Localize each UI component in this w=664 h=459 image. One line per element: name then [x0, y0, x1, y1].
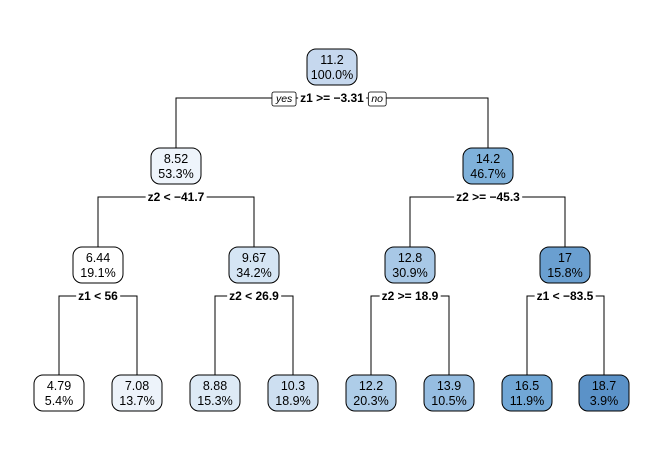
node-value: 11.2: [320, 53, 343, 67]
split-label: z2 < 26.9: [229, 289, 279, 303]
yes-label: yes: [275, 93, 293, 105]
yes-no-box: [271, 91, 297, 107]
node-box: [423, 374, 475, 412]
tree-node: 16.511.9%: [501, 374, 553, 412]
node-box: [33, 374, 85, 412]
node-percent: 53.3%: [158, 167, 193, 181]
split-label: z2 >= 18.9: [382, 289, 439, 303]
node-box: [111, 374, 163, 412]
yes-no-box: [367, 91, 387, 107]
tree-edges: [58, 97, 605, 375]
split-label-bg: [454, 189, 523, 205]
split-label-bg: [145, 189, 207, 205]
node-box: [150, 147, 202, 185]
node-value: 6.44: [86, 251, 110, 265]
node-box: [189, 374, 241, 412]
node-percent: 10.5%: [431, 394, 466, 408]
tree-node: 12.830.9%: [384, 246, 436, 284]
split-label-bg: [298, 90, 367, 106]
node-percent: 15.3%: [197, 394, 232, 408]
node-value: 9.67: [242, 251, 266, 265]
split-label-bg: [534, 288, 596, 304]
node-value: 13.9: [437, 379, 461, 393]
node-percent: 46.7%: [470, 167, 505, 181]
node-value: 12.8: [398, 251, 422, 265]
node-value: 17: [558, 251, 572, 265]
tree-node: 14.246.7%: [462, 147, 514, 185]
node-box: [384, 246, 436, 284]
split-label-bg: [379, 288, 441, 304]
node-percent: 19.1%: [80, 266, 115, 280]
node-value: 10.3: [281, 379, 305, 393]
node-percent: 30.9%: [392, 266, 427, 280]
node-value: 8.52: [164, 152, 188, 166]
node-box: [578, 374, 630, 412]
node-value: 16.5: [515, 379, 539, 393]
node-box: [462, 147, 514, 185]
node-percent: 11.9%: [510, 394, 545, 408]
node-box: [306, 48, 358, 86]
node-percent: 13.7%: [119, 394, 154, 408]
node-box: [345, 374, 397, 412]
node-box: [72, 246, 124, 284]
tree-node: 18.73.9%: [578, 374, 630, 412]
node-percent: 100.0%: [311, 68, 353, 82]
node-box: [539, 246, 591, 284]
split-label: z2 < −41.7: [148, 190, 205, 204]
node-box: [501, 374, 553, 412]
tree-edge: [370, 295, 450, 375]
tree-node: 4.795.4%: [33, 374, 85, 412]
tree-node: 12.220.3%: [345, 374, 397, 412]
node-percent: 18.9%: [275, 394, 310, 408]
tree-edge: [58, 295, 138, 375]
node-value: 7.08: [125, 379, 149, 393]
split-label-bg: [76, 288, 121, 304]
tree-edge: [526, 295, 605, 375]
split-label: z1 >= −3.31: [300, 91, 364, 105]
node-percent: 3.9%: [590, 394, 619, 408]
split-label: z2 >= −45.3: [456, 190, 520, 204]
split-label: z1 < 56: [78, 289, 118, 303]
tree-node: 10.318.9%: [267, 374, 319, 412]
tree-edge: [214, 295, 294, 375]
tree-node: 13.910.5%: [423, 374, 475, 412]
no-label: no: [371, 93, 383, 105]
node-value: 14.2: [476, 152, 500, 166]
node-percent: 15.8%: [547, 266, 582, 280]
split-label-bg: [227, 288, 282, 304]
split-label: z1 < −83.5: [537, 289, 594, 303]
node-box: [267, 374, 319, 412]
node-value: 12.2: [359, 379, 383, 393]
node-box: [228, 246, 280, 284]
node-value: 4.79: [47, 379, 71, 393]
split-labels: z1 >= −3.31 z2 < −41.7 z2 >= −45.3 z1 < 56 z…: [76, 90, 596, 304]
node-percent: 20.3%: [353, 394, 388, 408]
node-percent: 34.2%: [236, 266, 271, 280]
node-value: 8.88: [203, 379, 227, 393]
node-percent: 5.4%: [45, 394, 74, 408]
node-value: 18.7: [592, 379, 616, 393]
